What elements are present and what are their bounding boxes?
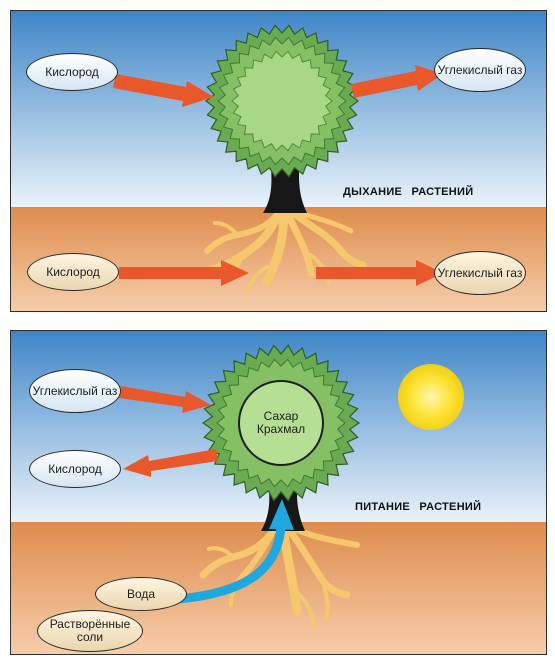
crown-inner [231, 50, 333, 152]
crown-core [238, 380, 324, 466]
oxygen-air-label: Кислород [26, 53, 118, 91]
arrow-water-head [269, 499, 294, 530]
nutrition-title: ПИТАНИЕ РАСТЕНИЙ [355, 501, 482, 513]
respiration-panel: Кислород Углекислый газ Кислород Углекис… [10, 10, 547, 312]
respiration-title: ДЫХАНИЕ РАСТЕНИЙ [343, 186, 474, 198]
oxygen-soil-label: Кислород [27, 253, 119, 291]
arrow-water [178, 526, 286, 604]
co2-air-label: Углекислый газ [29, 369, 121, 413]
arrow-soil-co2-out [316, 260, 443, 286]
nutrition-panel: Углекислый газ Кислород Сахар Крахмал Во… [10, 330, 547, 655]
water-label: Вода [95, 577, 187, 611]
arrow-oxygen-in [113, 74, 214, 107]
arrow-soil-oxygen-in [119, 260, 249, 286]
co2-air-label: Углекислый газ [434, 48, 526, 92]
arrow-co2-in [119, 386, 211, 413]
arrow-co2-out [351, 65, 443, 98]
sugar-label: Сахар [263, 409, 299, 423]
roots [199, 522, 360, 629]
co2-soil-label: Углекислый газ [434, 251, 526, 295]
arrow-oxygen-out [123, 449, 218, 477]
crown-products-label: Сахар Крахмал [247, 409, 315, 437]
sun [398, 364, 464, 430]
starch-label: Крахмал [256, 422, 306, 437]
salts-label: Растворённые соли [37, 610, 143, 652]
oxygen-air-label: Кислород [29, 450, 121, 488]
